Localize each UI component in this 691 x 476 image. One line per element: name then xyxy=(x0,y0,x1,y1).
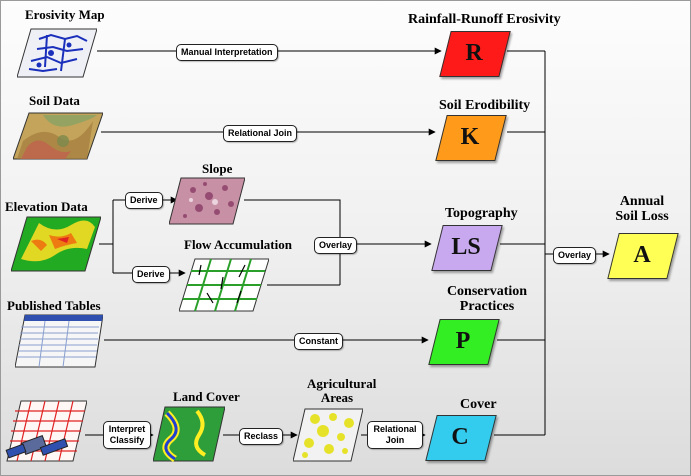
r-factor-letter: R xyxy=(465,40,483,66)
land-cover-label: Land Cover xyxy=(173,389,240,404)
p-factor-title: Conservation Practices xyxy=(446,284,528,314)
k-factor-title: Soil Erodibility xyxy=(439,98,531,113)
r-factor-box: R xyxy=(437,31,511,77)
slope-label: Slope xyxy=(202,161,233,176)
elevation-data-label: Elevation Data xyxy=(5,199,88,214)
p-factor-letter: P xyxy=(455,328,471,354)
overlay-final-op: Overlay xyxy=(553,247,597,264)
agricultural-areas-label: Agricultural Areas xyxy=(307,376,377,405)
c-factor-letter: C xyxy=(451,424,469,450)
elevation-data-thumbnail xyxy=(10,215,102,273)
soil-data-thumbnail xyxy=(12,111,104,161)
overlay-topography-op: Overlay xyxy=(314,237,358,254)
flow-accumulation-label: Flow Accumulation xyxy=(184,237,292,252)
satellite-icon xyxy=(5,434,69,459)
ls-factor-letter: LS xyxy=(451,234,481,260)
land-cover-thumbnail xyxy=(152,405,226,463)
erosivity-map-thumbnail xyxy=(16,27,98,79)
p-factor-box: P xyxy=(426,319,500,365)
relational-join-op: Relational Join xyxy=(223,125,298,142)
annual-soil-loss-letter: A xyxy=(633,242,651,268)
published-tables-label: Published Tables xyxy=(7,298,101,313)
erosivity-map-label: Erosivity Map xyxy=(25,7,105,22)
soil-data-label: Soil Data xyxy=(29,93,80,108)
derive-slope-op: Derive xyxy=(125,192,163,209)
agricultural-areas-thumbnail xyxy=(292,407,364,463)
ls-factor-box: LS xyxy=(429,225,503,271)
slope-thumbnail xyxy=(168,176,246,226)
derive-flow-op: Derive xyxy=(132,266,170,283)
flow-accumulation-thumbnail xyxy=(178,257,270,313)
c-factor-title: Cover xyxy=(460,397,497,412)
r-factor-title: Rainfall-Runoff Erosivity xyxy=(408,12,561,27)
reclass-op: Reclass xyxy=(239,428,284,445)
c-factor-box: C xyxy=(423,415,497,461)
manual-interpretation-op: Manual Interpretation xyxy=(176,44,278,61)
relational-join-cover-op: Relational Join xyxy=(367,421,423,449)
published-tables-thumbnail xyxy=(14,313,104,369)
interpret-classify-op: Interpret Classify xyxy=(103,421,151,449)
k-factor-box: K xyxy=(433,115,507,161)
k-factor-letter: K xyxy=(460,124,480,150)
annual-soil-loss-box: A xyxy=(605,233,679,279)
satellite-imagery-thumbnail xyxy=(5,399,88,465)
ls-factor-title: Topography xyxy=(445,206,518,221)
constant-op: Constant xyxy=(294,333,343,350)
annual-soil-loss-title: Annual Soil Loss xyxy=(615,194,669,224)
